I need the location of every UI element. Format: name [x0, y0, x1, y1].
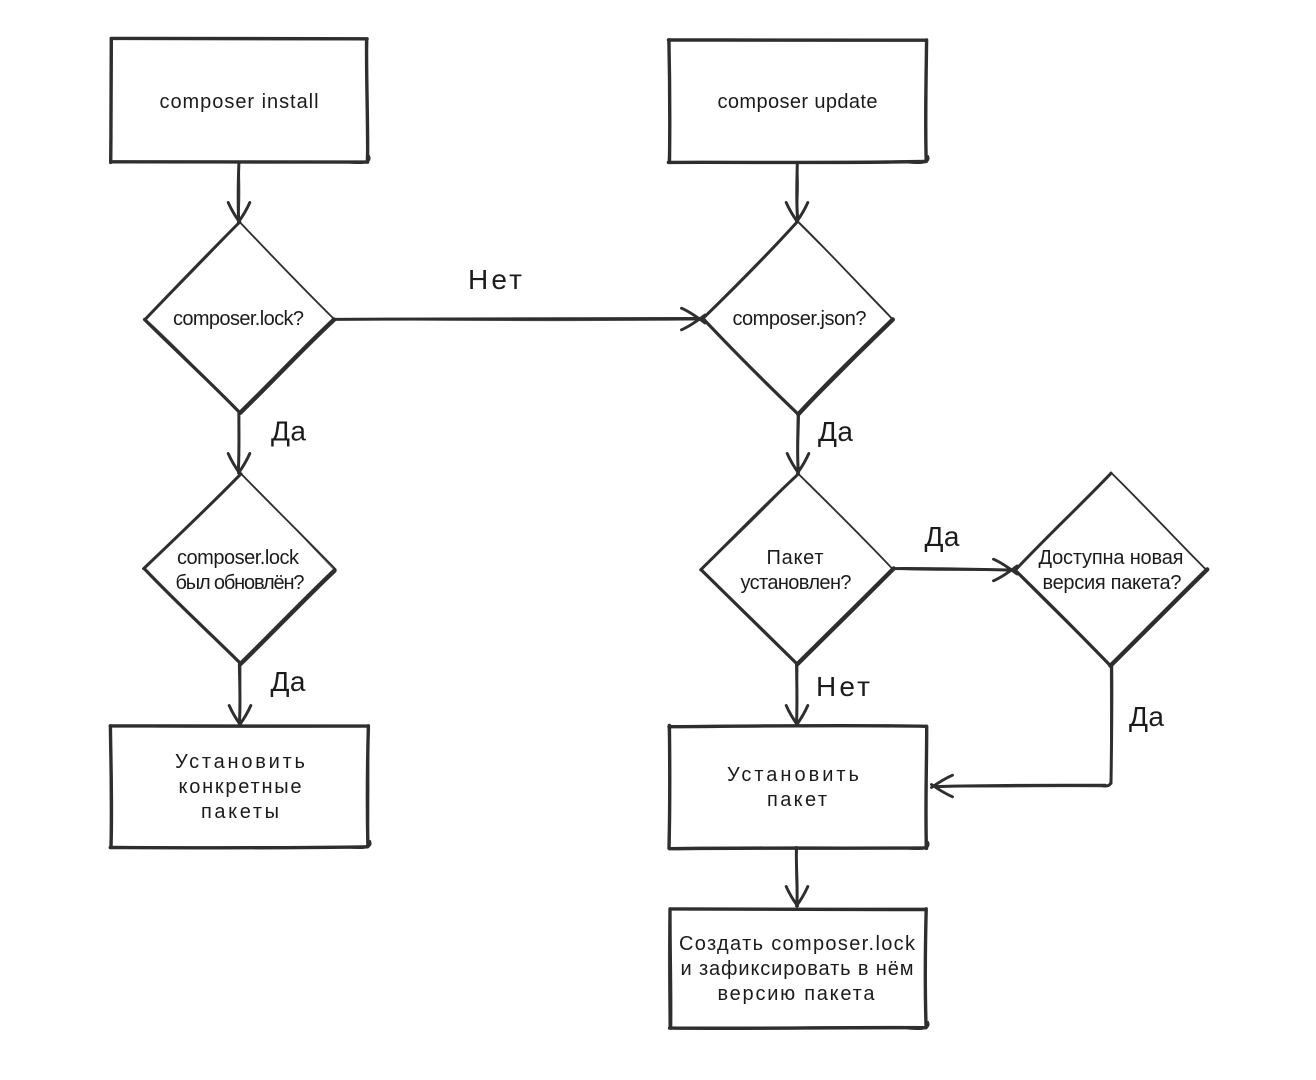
- svg-text:Пакет: Пакет: [766, 547, 824, 569]
- svg-text:Да: Да: [1129, 701, 1164, 732]
- svg-text:Да: Да: [271, 416, 306, 447]
- svg-text:Доступна новая: Доступна новая: [1038, 547, 1183, 569]
- svg-text:был обновлён?: был обновлён?: [175, 572, 304, 594]
- svg-text:Да: Да: [818, 416, 853, 447]
- svg-text:пакет: пакет: [767, 789, 829, 811]
- svg-text:Да: Да: [924, 521, 959, 552]
- svg-text:Установить: Установить: [727, 764, 862, 786]
- svg-text:конкретные: конкретные: [178, 776, 303, 798]
- svg-text:composer.lock: composer.lock: [177, 547, 300, 569]
- svg-text:composer.json?: composer.json?: [733, 308, 867, 330]
- svg-text:composer update: composer update: [717, 91, 877, 113]
- svg-text:версию пакета: версию пакета: [718, 983, 877, 1005]
- svg-text:Да: Да: [270, 666, 305, 697]
- svg-text:версия пакета?: версия пакета?: [1042, 572, 1181, 594]
- svg-text:composer.lock?: composer.lock?: [173, 308, 304, 330]
- svg-text:пакеты: пакеты: [201, 801, 282, 823]
- svg-text:composer install: composer install: [159, 91, 319, 113]
- svg-text:Нет: Нет: [468, 264, 525, 295]
- svg-text:Нет: Нет: [816, 671, 873, 702]
- svg-text:Установить: Установить: [175, 751, 308, 773]
- svg-text:установлен?: установлен?: [740, 572, 851, 594]
- svg-text:Создать composer.lock: Создать composer.lock: [679, 933, 916, 955]
- svg-text:и зафиксировать в нём: и зафиксировать в нём: [681, 958, 915, 980]
